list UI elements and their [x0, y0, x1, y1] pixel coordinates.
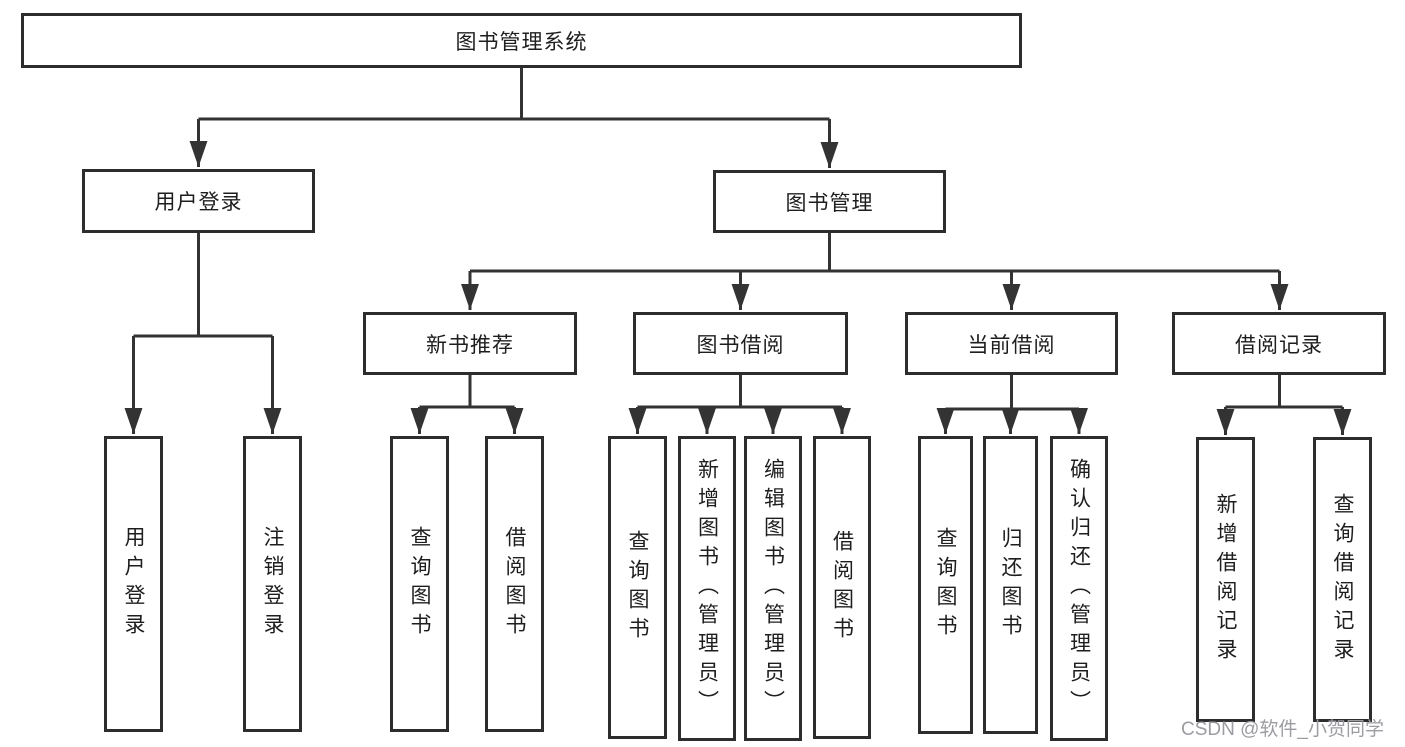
node-current-borrowing-label: 当前借阅 [967, 333, 1056, 357]
leaf-return-book-label: 归还图书 [999, 527, 1022, 643]
leaf-query-borrow-record: 查询借阅记录 [1313, 437, 1372, 722]
node-new-book-recommend-label: 新书推荐 [426, 333, 514, 357]
leaf-query-books-1-label: 查询图书 [408, 526, 431, 642]
leaf-borrow-books-1-label: 借阅图书 [503, 526, 526, 642]
node-book-management-label: 图书管理 [785, 191, 874, 215]
leaf-logout: 注销登录 [243, 436, 302, 732]
leaf-borrow-books-2-label: 借阅图书 [830, 529, 854, 646]
leaf-user-login: 用户登录 [104, 436, 163, 732]
leaf-add-book-admin-label: 新增图书（管理员） [695, 458, 719, 719]
watermark: CSDN @软件_小贺同学 [1181, 719, 1384, 740]
leaf-return-book: 归还图书 [983, 436, 1038, 734]
leaf-borrow-books-2: 借阅图书 [813, 436, 871, 739]
trunk-user-login-branch [133, 233, 273, 338]
node-current-borrowing: 当前借阅 [905, 312, 1118, 375]
leaf-add-book-admin: 新增图书（管理员） [678, 436, 736, 741]
leaf-query-books-2-label: 查询图书 [626, 529, 649, 646]
leaf-confirm-return-admin-label: 确认归还（管理员） [1067, 458, 1091, 719]
node-book-management: 图书管理 [713, 170, 946, 233]
trunk-book-management-branch [470, 233, 1280, 273]
leaf-logout-label: 注销登录 [261, 526, 284, 642]
trunk-borrowing-records-branch [1225, 375, 1343, 409]
node-new-book-recommend: 新书推荐 [363, 312, 577, 375]
node-borrowing-records-label: 借阅记录 [1235, 333, 1323, 357]
node-borrowing-records: 借阅记录 [1172, 312, 1386, 375]
leaf-query-books-2: 查询图书 [608, 436, 667, 739]
node-book-borrowing-label: 图书借阅 [696, 333, 785, 357]
node-root-label: 图书管理系统 [455, 30, 588, 54]
leaf-edit-book-admin: 编辑图书（管理员） [744, 436, 802, 741]
leaf-borrow-books-1: 借阅图书 [485, 436, 544, 732]
leaf-query-books-3-label: 查询图书 [934, 527, 957, 643]
node-user-login-label: 用户登录 [154, 191, 243, 214]
leaf-edit-book-admin-label: 编辑图书（管理员） [761, 458, 785, 719]
leaf-add-borrow-record-label: 新增借阅记录 [1214, 492, 1237, 667]
trunk-new-book-branch [419, 375, 515, 409]
leaf-query-borrow-record-label: 查询借阅记录 [1331, 492, 1354, 667]
node-book-borrowing: 图书借阅 [633, 312, 848, 375]
leaf-query-books-3: 查询图书 [918, 436, 973, 734]
trunk-root-to-level2 [198, 68, 830, 121]
trunk-current-borrowing-branch [945, 375, 1079, 411]
node-user-login: 用户登录 [82, 169, 315, 233]
leaf-confirm-return-admin: 确认归还（管理员） [1050, 436, 1108, 741]
node-root: 图书管理系统 [21, 13, 1022, 68]
leaf-query-books-1: 查询图书 [390, 436, 449, 732]
trunk-book-borrowing-branch [637, 375, 842, 409]
connector-arrows [124, 119, 1352, 436]
leaf-add-borrow-record: 新增借阅记录 [1196, 437, 1255, 722]
connector-trunks [133, 68, 1343, 411]
leaf-user-login-label: 用户登录 [122, 526, 145, 642]
